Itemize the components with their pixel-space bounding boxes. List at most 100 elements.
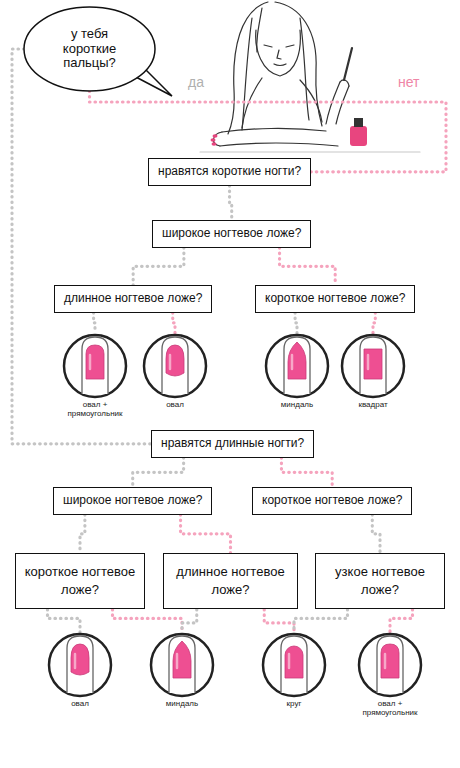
question-text: короткое ногтевое ложе?	[265, 291, 405, 307]
question-text: короткое ногтевое ложе?	[262, 493, 402, 509]
icon-circle	[64, 335, 126, 397]
icon-circle	[144, 335, 206, 397]
nail-shape-circle: круг	[254, 632, 334, 709]
nail-shape	[173, 641, 191, 678]
shape-name: овал + прямоугольник	[55, 401, 135, 419]
nail-shine	[288, 654, 291, 668]
icon-circle	[266, 335, 328, 397]
dotted-connector	[295, 313, 297, 333]
bubble-join	[135, 68, 143, 70]
dotted-connector	[94, 313, 95, 333]
speech-bubble: у тебя короткие пальцы?	[22, 4, 157, 94]
dotted-connector	[182, 609, 197, 632]
dotted-connector	[80, 515, 85, 553]
dotted-connector	[281, 458, 332, 487]
painted-nails	[211, 134, 218, 146]
nail-shape-circle: квадрат	[333, 333, 413, 410]
dotted-connector	[294, 609, 348, 632]
question-text: узкое ногтевое ложе?	[324, 563, 436, 599]
dotted-connector	[133, 458, 184, 487]
dotted-connector	[280, 248, 336, 285]
question-text: широкое ногтевое ложе?	[63, 493, 202, 509]
nail-shine	[367, 355, 370, 369]
shape-name: овал	[40, 700, 120, 709]
dotted-connector	[373, 313, 375, 333]
nail-shape-circle: овал	[135, 333, 215, 410]
nail-shine	[89, 355, 92, 369]
finger-outline	[162, 337, 188, 394]
nail-icon	[149, 632, 215, 698]
dotted-connector	[48, 609, 81, 632]
nail-shape-circle: овал + прямоугольник	[55, 333, 135, 419]
finger-outline	[284, 337, 310, 394]
finger-outline	[377, 636, 403, 693]
nail-icon	[340, 333, 406, 399]
nail-shape	[364, 349, 382, 379]
nail-shape	[288, 342, 306, 379]
dotted-connector	[390, 609, 413, 632]
finger-outline	[67, 636, 93, 693]
answer-label: да	[188, 74, 204, 90]
question-text: нравятся короткие ногти?	[158, 164, 301, 180]
shape-name: квадрат	[333, 401, 413, 410]
question-box: короткое ногтевое ложе?	[15, 553, 145, 609]
icon-circle	[263, 634, 325, 696]
dotted-connector	[113, 609, 183, 632]
dotted-connector	[230, 186, 232, 220]
nail-shine	[169, 355, 172, 369]
question-box: нравятся длинные ногти?	[151, 430, 314, 458]
dotted-connector	[372, 515, 380, 553]
shape-name: миндаль	[257, 401, 337, 410]
question-text: длинное ногтевое ложе?	[64, 291, 202, 307]
nail-shine	[74, 654, 77, 668]
nail-shape	[381, 644, 399, 678]
shape-name: круг	[254, 700, 334, 709]
dotted-connector	[12, 49, 151, 444]
nail-shape-circle: овал + прямоугольник	[350, 632, 430, 718]
question-box: длинное ногтевое ложе?	[54, 285, 212, 313]
question-box: узкое ногтевое ложе?	[315, 553, 445, 609]
question-text: короткое ногтевое ложе?	[24, 563, 136, 599]
icon-circle	[359, 634, 421, 696]
nail-shape	[86, 345, 104, 379]
icon-circle	[49, 634, 111, 696]
question-box: широкое ногтевое ложе?	[152, 220, 311, 248]
question-box: короткое ногтевое ложе?	[255, 285, 415, 313]
nail-icon	[47, 632, 113, 698]
question-box: короткое ногтевое ложе?	[252, 487, 412, 515]
nail-shape-circle: миндаль	[257, 333, 337, 410]
question-text: нравятся длинные ногти?	[161, 436, 304, 452]
dotted-connector	[264, 609, 294, 632]
question-text: широкое ногтевое ложе?	[162, 226, 301, 242]
finger-outline	[169, 636, 195, 693]
nail-icon	[142, 333, 208, 399]
dotted-connector	[173, 313, 175, 333]
nail-shine	[384, 654, 387, 668]
bubble-ellipse	[24, 7, 155, 91]
nail-shape-circle: овал	[40, 632, 120, 709]
question-text: у тебя короткие пальцы?	[48, 27, 132, 72]
icon-circle	[151, 634, 213, 696]
nail-polish-bottle	[350, 118, 367, 146]
finger-outline	[360, 337, 386, 394]
question-box: длинное ногтевое ложе?	[163, 553, 298, 609]
nail-shape	[285, 646, 303, 678]
nail-shape	[166, 345, 184, 376]
question-box: широкое ногтевое ложе?	[53, 487, 212, 515]
dotted-connector	[181, 515, 231, 553]
shape-name: овал	[135, 401, 215, 410]
nail-icon	[357, 632, 423, 698]
nail-icon	[261, 632, 327, 698]
nail-shine	[291, 355, 294, 369]
nail-shine	[176, 654, 179, 668]
shape-name: овал + прямоугольник	[350, 700, 430, 718]
finger-outline	[281, 636, 307, 693]
nail-icon	[62, 333, 128, 399]
nail-shape-circle: миндаль	[142, 632, 222, 709]
icon-circle	[342, 335, 404, 397]
answer-label: нет	[398, 74, 419, 90]
question-box: нравятся короткие ногти?	[148, 158, 311, 186]
nail-shape	[71, 644, 89, 675]
